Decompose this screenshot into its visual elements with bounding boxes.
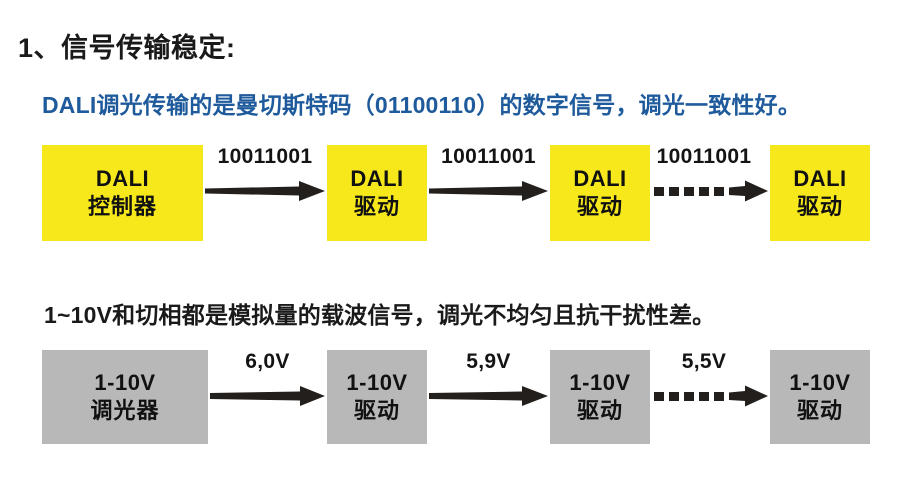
analog-edge-3: 5,5V xyxy=(650,350,770,446)
node-label-primary: 1-10V xyxy=(346,369,408,395)
dali-flow-diagram: DALI 控制器 10011001 DALI 驱动 10011001 DALI … xyxy=(0,145,900,241)
node-label-secondary: 驱动 xyxy=(353,194,400,219)
node-label-primary: 1-10V xyxy=(94,369,156,395)
node-label-primary: DALI xyxy=(350,165,404,191)
node-label-primary: 1-10V xyxy=(569,369,631,395)
dali-node-controller: DALI 控制器 xyxy=(42,145,203,241)
solid-arrow-icon xyxy=(429,181,548,201)
analog-node-driver-3: 1-10V 驱动 xyxy=(770,350,870,444)
node-label-secondary: 驱动 xyxy=(576,398,623,423)
analog-edge-2: 5,9V xyxy=(427,350,550,446)
node-label-primary: DALI xyxy=(573,165,627,191)
node-label-primary: DALI xyxy=(793,165,847,191)
analog-node-driver-2: 1-10V 驱动 xyxy=(550,350,650,444)
node-label-secondary: 驱动 xyxy=(353,398,400,423)
dali-edge-1: 10011001 xyxy=(203,145,327,241)
dali-node-driver-2: DALI 驱动 xyxy=(550,145,650,241)
analog-edge-1: 6,0V xyxy=(208,350,327,446)
node-label-secondary: 驱动 xyxy=(796,194,843,219)
solid-arrow-icon xyxy=(210,386,325,406)
dali-edge-3-label: 10011001 xyxy=(656,145,752,168)
dali-edge-2: 10011001 xyxy=(427,145,550,241)
analog-node-driver-1: 1-10V 驱动 xyxy=(327,350,427,444)
dashed-arrow-icon xyxy=(654,180,768,202)
dali-node-driver-3: DALI 驱动 xyxy=(770,145,870,241)
analog-edge-3-label: 5,5V xyxy=(681,350,727,373)
dali-edge-3: 10011001 xyxy=(650,145,770,241)
node-label-secondary: 控制器 xyxy=(87,194,157,219)
node-label-primary: DALI xyxy=(95,165,150,191)
dashed-arrow-icon xyxy=(654,385,768,407)
node-label-primary: 1-10V xyxy=(789,369,851,395)
analog-edge-2-label: 5,9V xyxy=(466,350,511,373)
node-label-secondary: 驱动 xyxy=(796,398,843,423)
analog-edge-1-label: 6,0V xyxy=(245,350,290,373)
dali-edge-2-label: 10011001 xyxy=(441,145,536,168)
dali-edge-1-label: 10011001 xyxy=(217,145,313,168)
analog-node-dimmer: 1-10V 调光器 xyxy=(42,350,208,444)
node-label-secondary: 驱动 xyxy=(576,194,623,219)
dali-node-driver-1: DALI 驱动 xyxy=(327,145,427,241)
page-title: 1、信号传输稳定: xyxy=(18,33,236,63)
dali-caption: DALI调光传输的是曼切斯特码（01100110）的数字信号，调光一致性好。 xyxy=(42,92,802,118)
analog-flow-diagram: 1-10V 调光器 6,0V 1-10V 驱动 5,9V 1-10V 驱动 5,… xyxy=(0,350,900,444)
node-label-secondary: 调光器 xyxy=(90,398,160,423)
solid-arrow-icon xyxy=(205,181,325,201)
analog-caption: 1~10V和切相都是模拟量的载波信号，调光不均匀且抗干扰性差。 xyxy=(44,302,716,328)
solid-arrow-icon xyxy=(429,386,548,406)
